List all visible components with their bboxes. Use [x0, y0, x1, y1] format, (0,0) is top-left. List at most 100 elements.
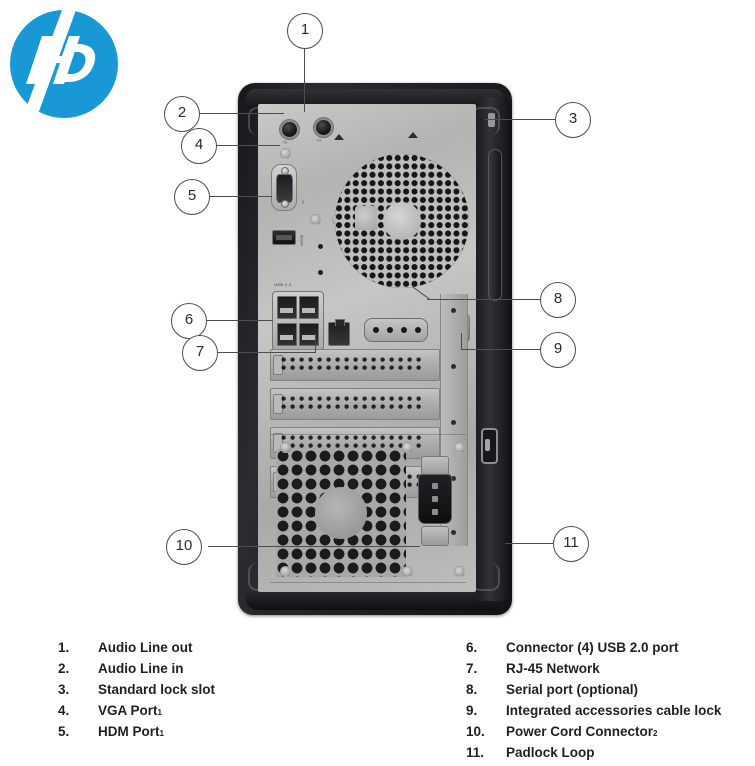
serial-pin-4: [415, 327, 421, 333]
hdmi-port: [272, 230, 296, 245]
power-pin-2: [432, 496, 438, 502]
vga-port: [271, 164, 297, 211]
legend-number: 2.: [58, 661, 70, 676]
leader-2: [198, 113, 284, 115]
legend-label: VGA Port: [98, 703, 158, 718]
legend-number: 8.: [466, 682, 478, 697]
legend-number: 9.: [466, 703, 478, 718]
legend-footnote-marker: 1: [159, 729, 164, 738]
callout-4[interactable]: 4: [181, 128, 217, 164]
serial-port: [364, 318, 428, 342]
legend-number: 6.: [466, 640, 478, 655]
callout-8[interactable]: 8: [540, 282, 576, 318]
legend-label: Audio Line in: [98, 661, 184, 676]
callout-1[interactable]: 1: [287, 13, 323, 49]
legend-item: 1. Audio Line out: [58, 640, 215, 661]
legend-number: 3.: [58, 682, 70, 697]
plate-dot-3: [318, 270, 323, 275]
legend-label: Power Cord Connector: [506, 724, 654, 739]
leader-1: [304, 47, 306, 112]
plate-screw-2: [310, 214, 321, 225]
audio-in-icon: ◖)): [282, 140, 288, 144]
psu-screw-3: [454, 442, 465, 453]
vga-screw-bottom: [281, 200, 289, 208]
callout-6[interactable]: 6: [171, 303, 207, 339]
serial-pin-1: [373, 327, 379, 333]
callout-5[interactable]: 5: [174, 179, 210, 215]
rail-hole-5: [451, 530, 456, 535]
power-supply-fan-grille: [276, 449, 406, 577]
usb-port-2: [299, 296, 319, 319]
legend-number: 1.: [58, 640, 70, 655]
fan-notch: [355, 206, 377, 230]
leader-10: [208, 546, 420, 548]
vga-screw-top: [281, 167, 289, 175]
slot-vent-holes: [281, 396, 421, 412]
alignment-triangle-left: [334, 134, 344, 140]
legend-label: RJ-45 Network: [506, 661, 600, 676]
audio-line-out-jack: [316, 120, 331, 135]
padlock-loop: [481, 428, 498, 464]
legend-footnote-marker: 1: [157, 708, 162, 717]
legend-number: 7.: [466, 661, 478, 676]
callout-11[interactable]: 11: [553, 526, 589, 562]
leader-6: [205, 320, 273, 322]
leader-9b: [461, 333, 463, 350]
serial-pin-3: [401, 327, 407, 333]
vga-port-label: ▭: [300, 199, 305, 204]
expansion-slot-cover-2: [270, 388, 440, 420]
plate-dot-1: [318, 244, 323, 249]
legend-left-column: 1. Audio Line out 2. Audio Line in 3. St…: [58, 640, 215, 745]
power-connector-bracket-bottom: [421, 526, 449, 546]
leader-4: [215, 145, 280, 147]
product-photo: ◖)) ◖)) ▭ HDMI U: [164, 13, 591, 615]
leader-3: [485, 119, 555, 121]
leader-8a: [427, 299, 540, 301]
power-connector-bracket-top: [421, 456, 449, 476]
usb-block-label: USB 2.0: [274, 282, 292, 287]
legend-label: Audio Line out: [98, 640, 193, 655]
usb-port-1: [277, 296, 297, 319]
rail-hole-2: [451, 364, 456, 369]
legend-item: 9. Integrated accessories cable lock: [466, 703, 721, 724]
leader-7a: [216, 352, 316, 354]
hdmi-port-label: HDMI: [299, 234, 304, 246]
callout-2[interactable]: 2: [164, 96, 200, 132]
psu-seam-bottom: [270, 582, 466, 583]
power-pin-1: [432, 483, 438, 489]
psu-fan-hub: [315, 487, 367, 539]
serial-pin-2: [387, 327, 393, 333]
callout-9[interactable]: 9: [540, 332, 576, 368]
legend-item: 2. Audio Line in: [58, 661, 215, 682]
psu-screw-5: [402, 566, 413, 577]
callout-10[interactable]: 10: [166, 529, 202, 565]
legend-label: Connector (4) USB 2.0 port: [506, 640, 679, 655]
leader-11: [505, 543, 555, 545]
callout-3[interactable]: 3: [555, 102, 591, 138]
legend-label: Standard lock slot: [98, 682, 216, 697]
slot-vent-holes: [281, 357, 421, 373]
legend-item: 7. RJ-45 Network: [466, 661, 721, 682]
rail-hole-3: [451, 420, 456, 425]
leader-7b: [315, 334, 317, 353]
rj45-network-port: [328, 319, 350, 346]
psu-screw-6: [454, 566, 465, 577]
audio-line-in-jack: [282, 122, 297, 137]
power-cord-connector: [418, 474, 452, 524]
psu-screw-2: [402, 442, 413, 453]
psu-screw-4: [280, 566, 291, 577]
usb-port-3: [277, 323, 297, 346]
plate-screw-1: [280, 148, 291, 159]
fan-hub: [383, 202, 421, 240]
callout-7[interactable]: 7: [182, 335, 218, 371]
rear-io-backplate: ◖)) ◖)) ▭ HDMI U: [258, 104, 476, 592]
expansion-slot-cover-1: [270, 349, 440, 381]
rail-hole-4: [451, 476, 456, 481]
slot-vent-holes: [281, 435, 421, 451]
legend-number: 5.: [58, 724, 70, 739]
legend-right-column: 6. Connector (4) USB 2.0 port 7. RJ-45 N…: [466, 640, 721, 766]
legend-item: 6. Connector (4) USB 2.0 port: [466, 640, 721, 661]
legend-item: 3. Standard lock slot: [58, 682, 215, 703]
